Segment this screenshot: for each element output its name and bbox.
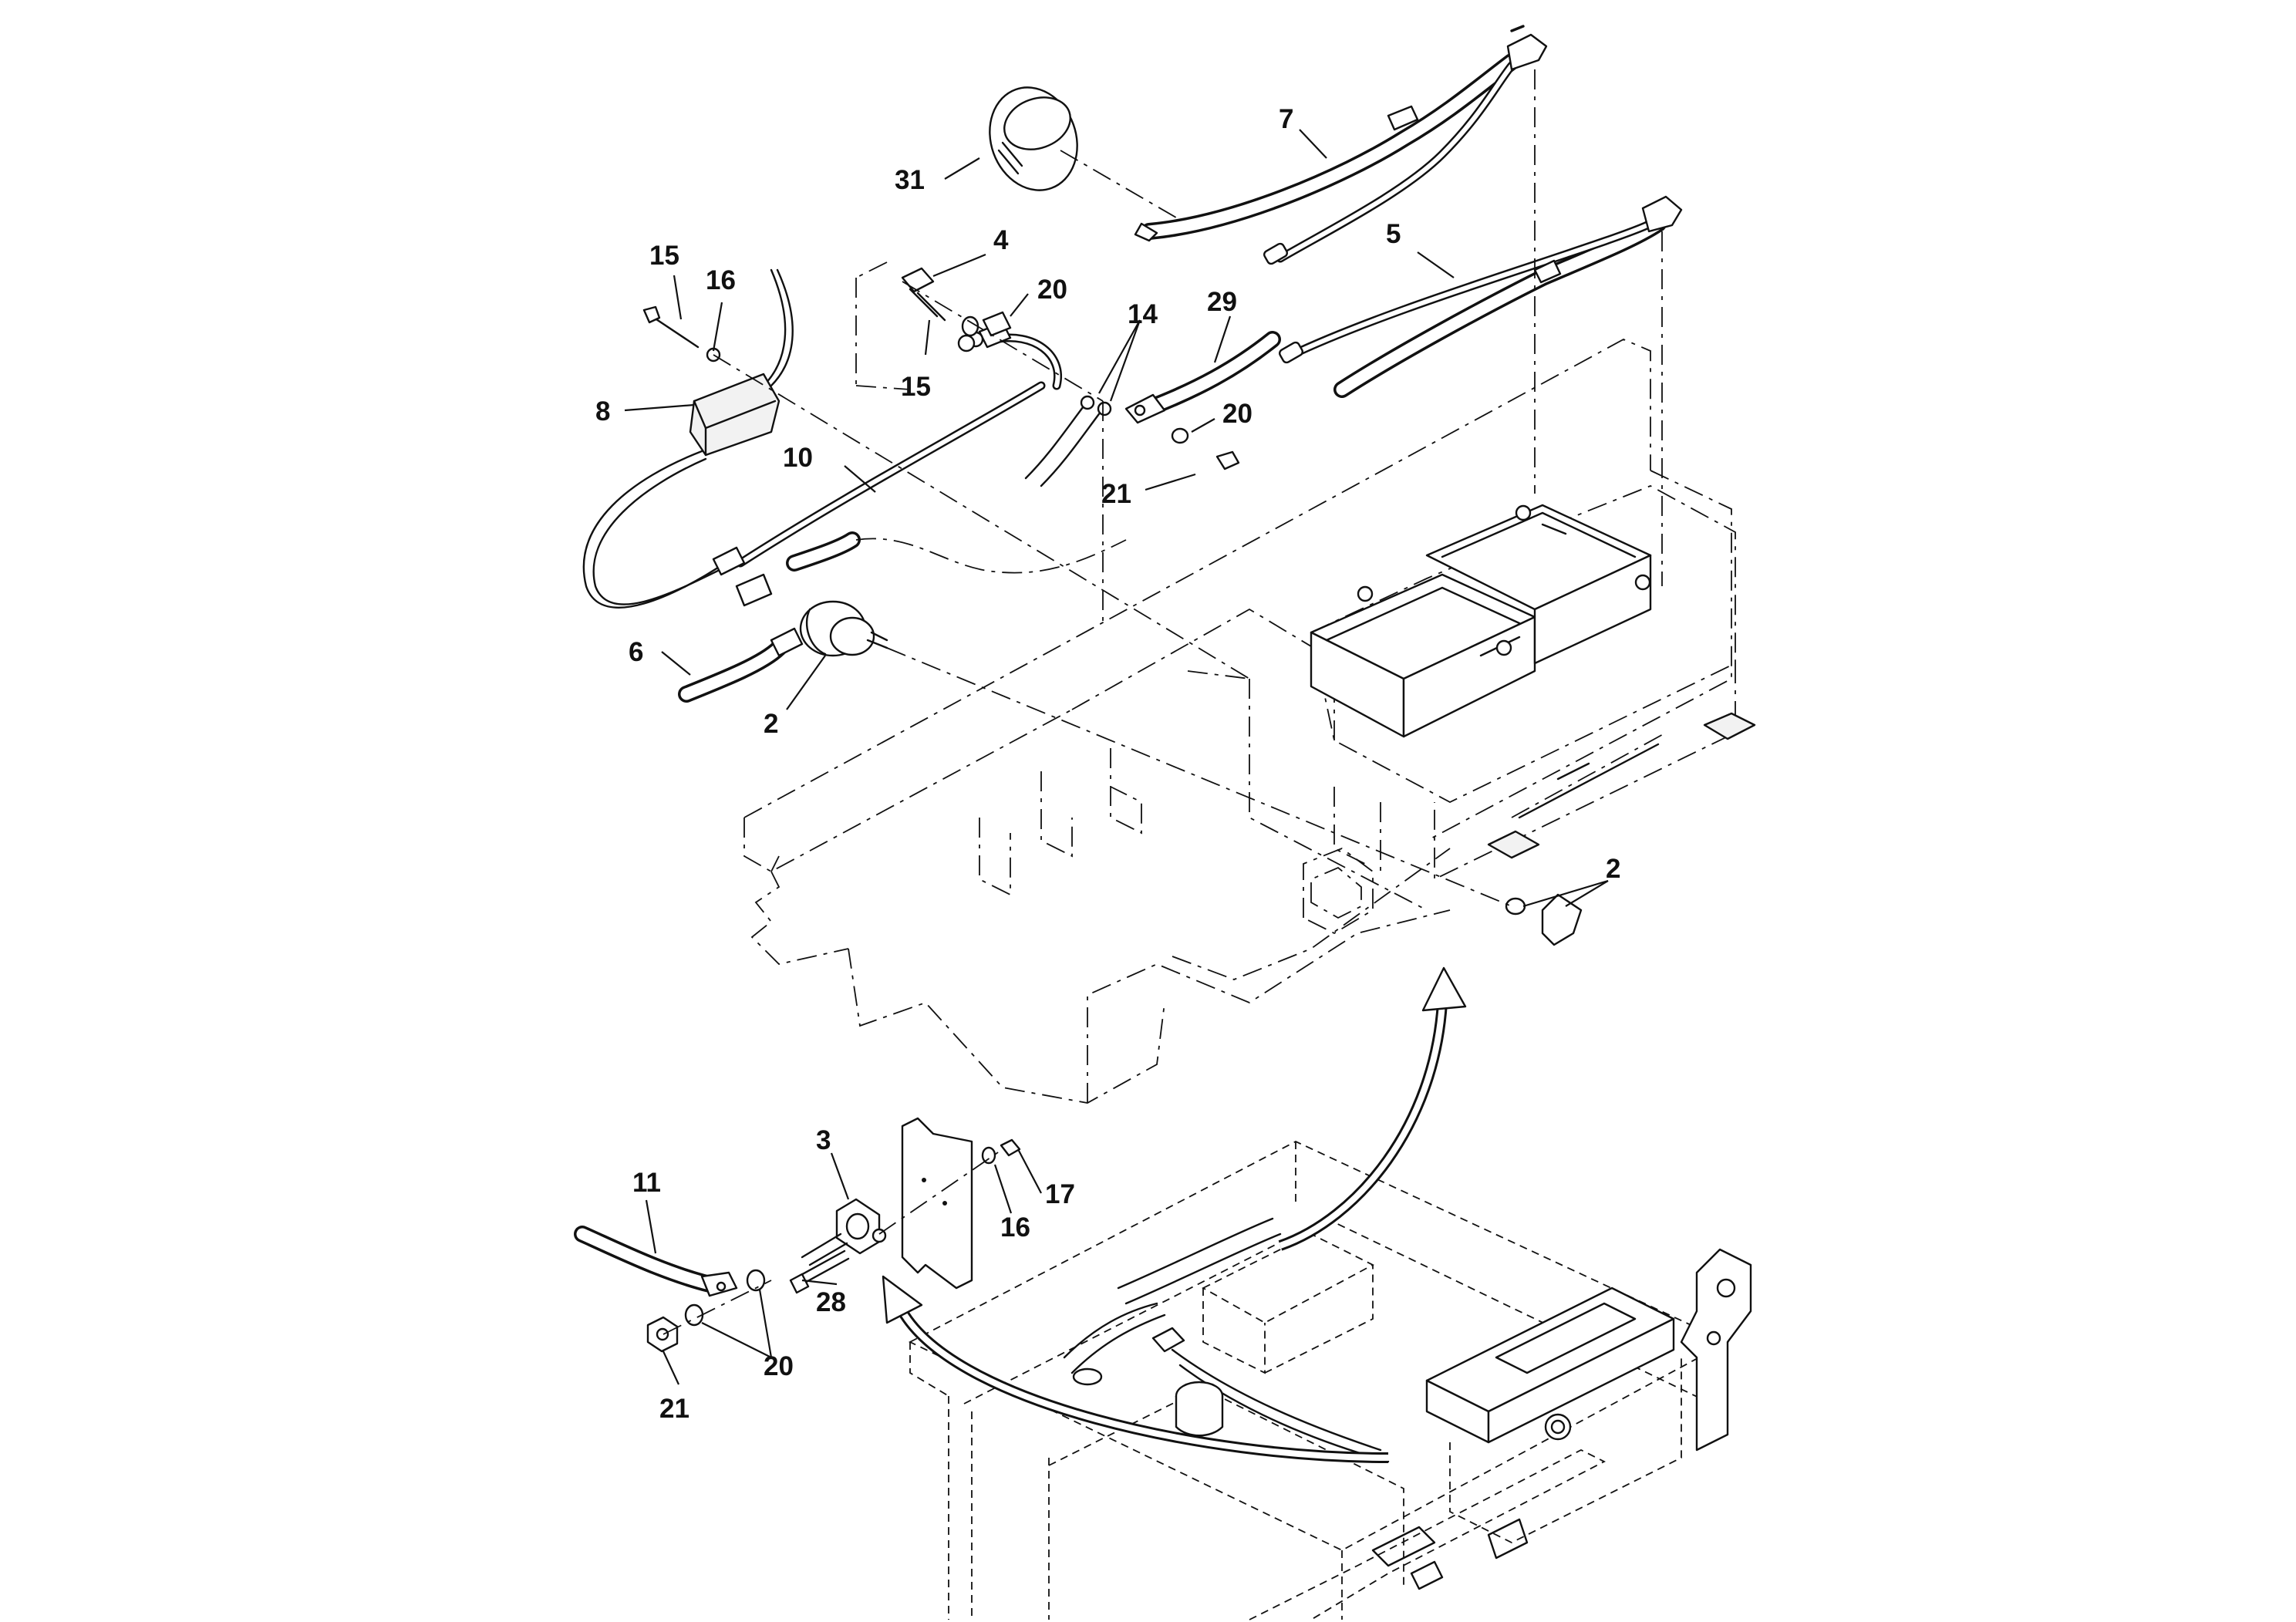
callout-2: 2 xyxy=(1606,854,1620,884)
callout-17: 17 xyxy=(1045,1179,1075,1209)
nut-17-washer-16 xyxy=(981,1138,1021,1165)
upper-alignment-lines xyxy=(713,69,1663,907)
callout-labels: 31 7 15 16 4 20 14 29 5 8 15 20 10 21 6 … xyxy=(595,104,1620,1424)
callout-5: 5 xyxy=(1386,219,1401,249)
cable-29 xyxy=(1124,331,1281,424)
lower-frame-assembly xyxy=(908,1140,1752,1620)
callout-28: 28 xyxy=(816,1287,846,1317)
wire-14 xyxy=(1024,395,1112,487)
callout-16: 16 xyxy=(1000,1212,1030,1243)
callout-8: 8 xyxy=(595,396,610,427)
bracket-plate xyxy=(901,1117,973,1290)
upper-chassis-frame xyxy=(743,339,1732,1104)
cable-6 xyxy=(678,531,1127,703)
fuse-holder-8 xyxy=(582,268,794,609)
washers-20-lower xyxy=(684,1269,766,1327)
strap-31 xyxy=(989,86,1078,191)
curved-arrow-icon xyxy=(1278,966,1467,1251)
callout-20: 20 xyxy=(1037,275,1067,305)
cable-7 xyxy=(1134,25,1548,265)
cable-5 xyxy=(1279,195,1683,398)
stud-28 xyxy=(789,1249,850,1294)
callout-14: 14 xyxy=(1128,299,1158,329)
callout-11: 11 xyxy=(632,1168,661,1198)
callout-20: 20 xyxy=(1222,399,1253,429)
callout-31: 31 xyxy=(895,165,925,195)
lower-alignment-lines xyxy=(663,1148,1003,1335)
callout-21: 21 xyxy=(1101,479,1131,509)
callout-6: 6 xyxy=(629,637,643,667)
callout-7: 7 xyxy=(1279,104,1293,134)
leader-lines xyxy=(624,129,1609,1385)
callout-21: 21 xyxy=(659,1394,689,1424)
callout-4: 4 xyxy=(993,225,1009,255)
callout-15: 15 xyxy=(649,241,679,271)
callout-29: 29 xyxy=(1207,287,1237,317)
callout-15: 15 xyxy=(901,372,931,402)
bolt-15 xyxy=(642,305,721,363)
callout-3: 3 xyxy=(816,1125,831,1155)
washer-20 xyxy=(961,311,1012,337)
solenoid-3 xyxy=(801,1198,887,1266)
battery-right xyxy=(1425,504,1652,665)
terminal-4 xyxy=(901,267,946,322)
disconnect-switch-2 xyxy=(735,573,888,657)
battery-box xyxy=(1249,485,1756,911)
cable-11 xyxy=(574,1226,738,1297)
curved-arrow-icon xyxy=(882,1275,1389,1463)
callout-2: 2 xyxy=(764,709,778,739)
callout-16: 16 xyxy=(706,265,736,295)
battery-left xyxy=(1310,573,1536,738)
knob-2 xyxy=(1505,893,1583,946)
callout-20: 20 xyxy=(764,1351,794,1381)
washer-20-nut-21 xyxy=(1171,427,1240,470)
callout-10: 10 xyxy=(783,443,813,473)
nut-21-lower xyxy=(646,1316,679,1353)
